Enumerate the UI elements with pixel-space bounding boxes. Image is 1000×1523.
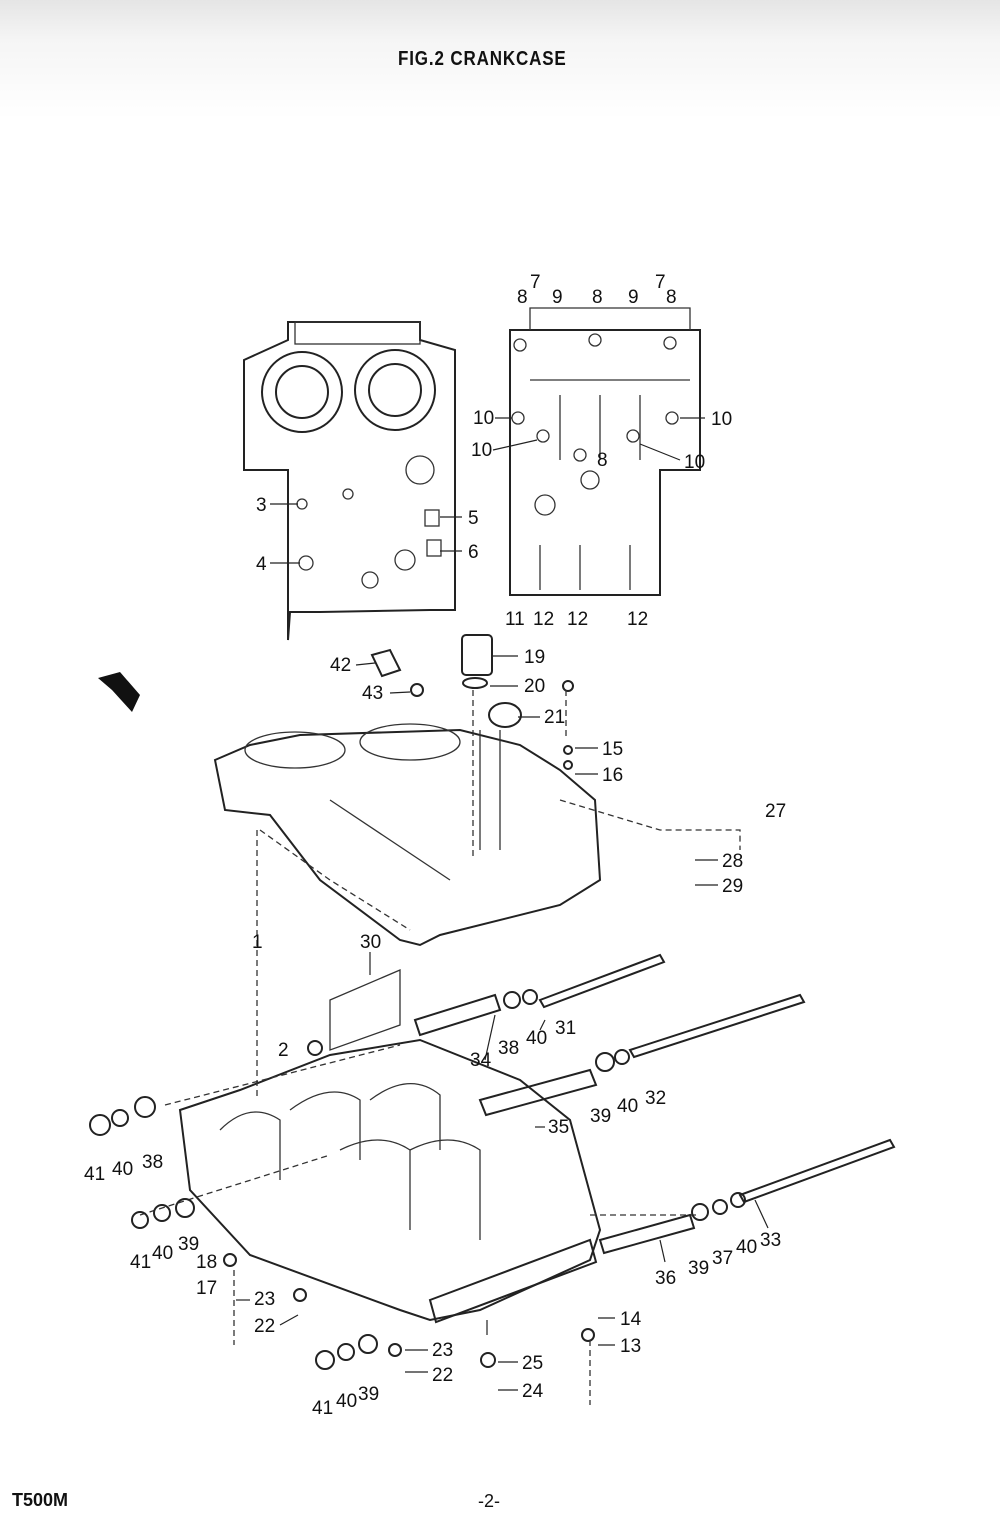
crankcase-bottom-view xyxy=(509,307,701,596)
callout-33: 33 xyxy=(760,1230,781,1251)
leader-lines xyxy=(236,417,769,1391)
callout-39d: 39 xyxy=(358,1384,379,1405)
callout-39a: 39 xyxy=(590,1106,611,1127)
callout-13: 13 xyxy=(620,1336,641,1357)
callout-30: 30 xyxy=(360,932,381,953)
callout-2a: 2 xyxy=(278,1040,289,1061)
callout-9a: 9 xyxy=(552,287,563,308)
crankcase-top-view xyxy=(243,321,456,641)
callout-12b: 12 xyxy=(567,609,588,630)
callout-15: 15 xyxy=(602,739,623,760)
callout-8a: 8 xyxy=(517,287,528,308)
shafts xyxy=(89,953,896,1370)
callout-29: 29 xyxy=(722,876,743,897)
callout-23a: 23 xyxy=(254,1289,275,1310)
callout-28: 28 xyxy=(722,851,743,872)
callout-22b: 22 xyxy=(432,1365,453,1386)
callout-10c: 10 xyxy=(711,409,732,430)
callout-40b: 40 xyxy=(617,1096,638,1117)
callout-38b: 38 xyxy=(142,1152,163,1173)
callout-5: 5 xyxy=(468,508,479,529)
callout-22a: 22 xyxy=(254,1316,275,1337)
callout-18: 18 xyxy=(196,1252,217,1273)
callout-23b: 23 xyxy=(432,1340,453,1361)
callout-4: 4 xyxy=(256,554,267,575)
callout-8d: 8 xyxy=(597,450,608,471)
callout-31: 31 xyxy=(555,1018,576,1039)
callout-24: 24 xyxy=(522,1381,544,1402)
callout-42: 42 xyxy=(330,655,351,676)
callout-12c: 12 xyxy=(627,609,648,630)
callout-17: 17 xyxy=(196,1278,217,1299)
callout-1: 1 xyxy=(252,932,263,953)
callout-40c: 40 xyxy=(112,1159,133,1180)
callout-25: 25 xyxy=(522,1353,543,1374)
callout-36: 36 xyxy=(655,1268,676,1289)
callout-10d: 10 xyxy=(684,452,705,473)
page-number: -2- xyxy=(478,1491,500,1511)
callout-27: 27 xyxy=(765,801,786,822)
callout-3: 3 xyxy=(256,495,267,516)
callout-2-35: 35 xyxy=(548,1117,569,1138)
callout-21: 21 xyxy=(544,707,565,728)
callout-40f: 40 xyxy=(336,1391,357,1412)
callout-40e: 40 xyxy=(736,1237,757,1258)
scan-noise xyxy=(0,0,1000,250)
model-code: T500M xyxy=(12,1490,69,1510)
callout-8c: 8 xyxy=(666,287,677,308)
callout-34: 34 xyxy=(470,1050,492,1071)
callout-9b: 9 xyxy=(628,287,639,308)
callout-32: 32 xyxy=(645,1088,666,1109)
callout-39b: 39 xyxy=(178,1234,199,1255)
callout-6: 6 xyxy=(468,542,479,563)
callout-8b: 8 xyxy=(592,287,603,308)
callout-7b: 7 xyxy=(655,272,666,293)
callout-labels: 7 7 8 9 8 9 8 8 10 10 10 10 3 5 6 4 11 1… xyxy=(84,272,786,1419)
callout-20: 20 xyxy=(524,676,545,697)
callout-37: 37 xyxy=(712,1248,733,1269)
small-parts xyxy=(223,634,595,1405)
figure-title: FIG.2 CRANKCASE xyxy=(398,48,567,70)
callout-10b: 10 xyxy=(471,440,492,461)
callout-41b: 41 xyxy=(130,1252,151,1273)
callout-41a: 41 xyxy=(84,1164,105,1185)
front-arrow-icon xyxy=(98,672,140,712)
callout-41c: 41 xyxy=(312,1398,333,1419)
callout-14: 14 xyxy=(620,1309,642,1330)
callout-19: 19 xyxy=(524,647,545,668)
callout-38a: 38 xyxy=(498,1038,519,1059)
callout-11: 11 xyxy=(505,609,525,630)
callout-40a: 40 xyxy=(526,1028,547,1049)
callout-12a: 12 xyxy=(533,609,554,630)
upper-crankcase xyxy=(213,723,741,947)
callout-43: 43 xyxy=(362,683,383,704)
callout-40d: 40 xyxy=(152,1243,173,1264)
callout-39c: 39 xyxy=(688,1258,709,1279)
lower-crankcase xyxy=(139,969,700,1322)
callout-16: 16 xyxy=(602,765,623,786)
callout-7a: 7 xyxy=(530,272,541,293)
callout-10a: 10 xyxy=(473,408,494,429)
